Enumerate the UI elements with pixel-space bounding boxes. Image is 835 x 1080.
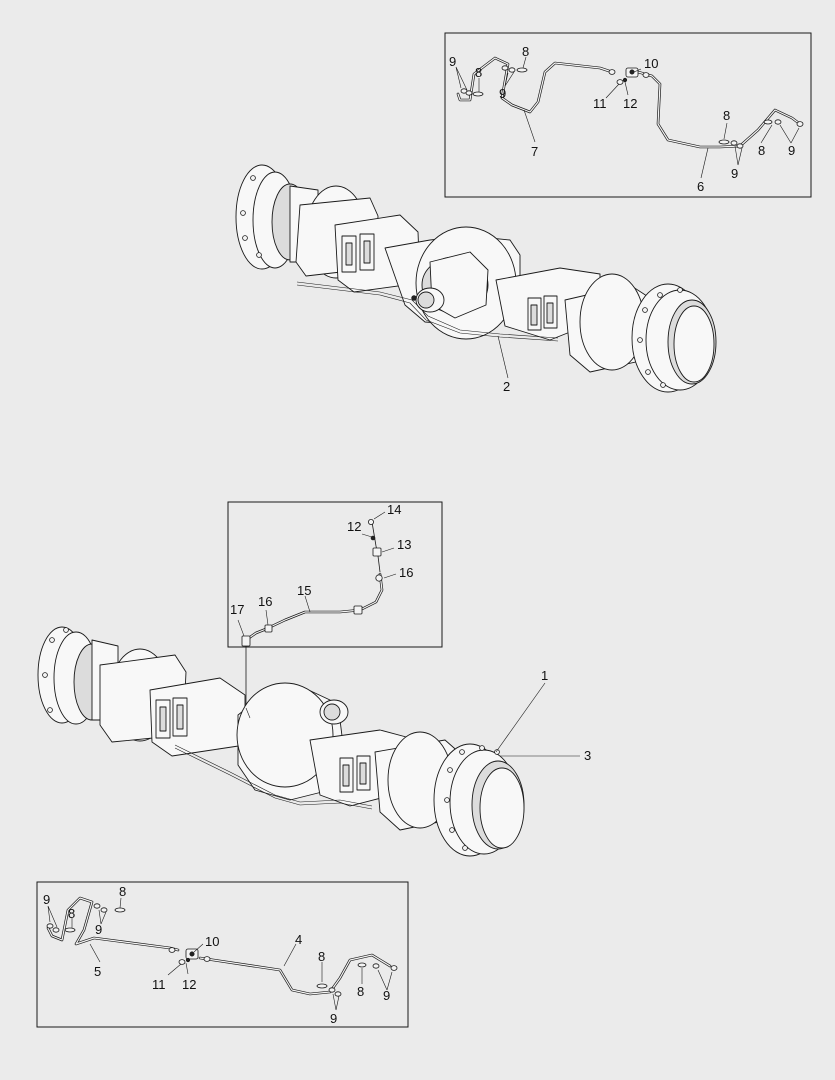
bottom-labels: 9 8 8 9 10 4 5 11 12 8 8 9 9	[43, 884, 390, 1026]
callout-16: 16	[399, 565, 413, 580]
callout-3: 3	[584, 748, 591, 763]
callout-8: 8	[522, 44, 529, 59]
callout-15: 15	[297, 583, 311, 598]
callout-6: 6	[697, 179, 704, 194]
callout-9: 9	[383, 988, 390, 1003]
callout-14: 14	[387, 502, 401, 517]
callout-8: 8	[357, 984, 364, 999]
callout-1: 1	[541, 668, 548, 683]
bottom-fittings	[46, 903, 398, 997]
callout-8: 8	[758, 143, 765, 158]
callout-8: 8	[119, 884, 126, 899]
callout-16: 16	[258, 594, 272, 609]
callout-8: 8	[723, 108, 730, 123]
callout-7: 7	[531, 144, 538, 159]
lower-axle-assembly: 1 3	[37, 626, 591, 857]
detail-box-middle: 14 12 13 16 15 16 17	[227, 501, 443, 710]
top-fittings	[460, 65, 804, 149]
top-leaders	[455, 56, 800, 179]
callout-10: 10	[205, 934, 219, 949]
callout-5: 5	[94, 964, 101, 979]
callout-12: 12	[623, 96, 637, 111]
callout-9: 9	[330, 1011, 337, 1026]
callout-9: 9	[95, 922, 102, 937]
callout-4: 4	[295, 932, 302, 947]
callout-13: 13	[397, 537, 411, 552]
callout-2: 2	[503, 379, 510, 394]
detail-box-bottom: 9 8 8 9 10 4 5 11 12 8 8 9 9	[36, 881, 409, 1028]
callout-17: 17	[230, 602, 244, 617]
callout-9: 9	[449, 54, 456, 69]
callout-11: 11	[593, 96, 607, 111]
callout-9: 9	[731, 166, 738, 181]
callout-9: 9	[499, 86, 506, 101]
callout-8: 8	[475, 65, 482, 80]
callout-8: 8	[318, 949, 325, 964]
callout-9: 9	[43, 892, 50, 907]
lower-axle-leader-1	[495, 682, 546, 753]
top-labels: 9 8 8 9 10 11 12 7 6 8 8 9 9	[449, 44, 795, 194]
upper-axle-assembly: 2	[235, 164, 717, 394]
callout-11: 11	[152, 977, 166, 992]
callout-8: 8	[68, 906, 75, 921]
detail-frame-middle	[227, 501, 443, 648]
callout-10: 10	[644, 56, 658, 71]
detail-box-top: 9 8 8 9 10 11 12 7 6 8 8 9 9	[444, 32, 812, 198]
callout-12: 12	[347, 519, 361, 534]
upper-axle-leader	[497, 335, 509, 379]
callout-9: 9	[788, 143, 795, 158]
detail-frame-top	[444, 32, 812, 198]
bottom-leaders	[47, 897, 393, 1011]
callout-12: 12	[182, 977, 196, 992]
